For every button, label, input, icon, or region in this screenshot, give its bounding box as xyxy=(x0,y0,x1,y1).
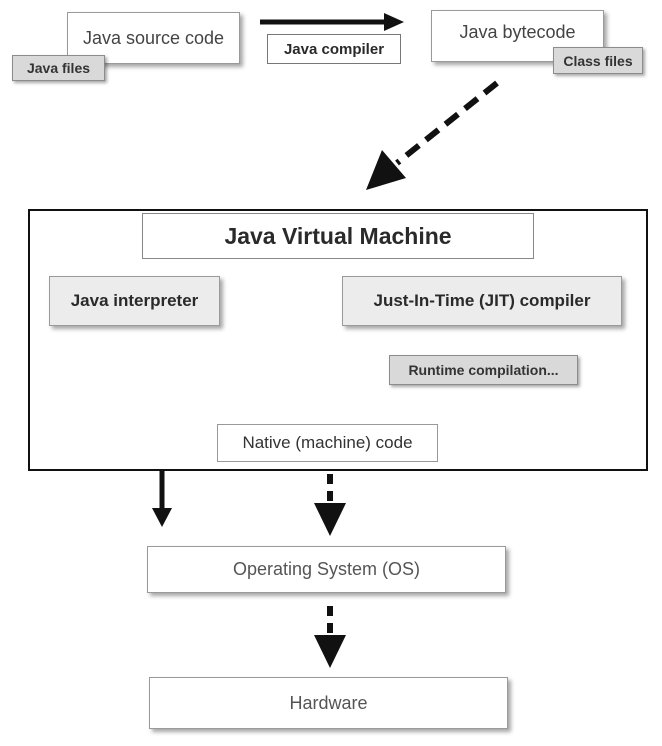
jit-compiler-label: Just-In-Time (JIT) compiler xyxy=(373,291,591,310)
java-compiler-label: Java compiler xyxy=(283,40,385,58)
jvm-title: Java Virtual Machine xyxy=(224,222,452,249)
java-compiler-label-box: Java compiler xyxy=(267,34,401,64)
bytecode-to-jvm-arrow xyxy=(366,80,499,190)
jvm-title-box: Java Virtual Machine xyxy=(142,213,534,259)
runtime-compilation-tag: Runtime compilation... xyxy=(389,355,578,385)
native-code-label: Native (machine) code xyxy=(242,433,413,452)
class-files-tag: Class files xyxy=(553,47,643,74)
operating-system-label: Operating System (OS) xyxy=(232,559,421,579)
java-interpreter-box: Java interpreter xyxy=(49,276,220,326)
java-bytecode-label: Java bytecode xyxy=(459,21,576,42)
runtime-compilation-label: Runtime compilation... xyxy=(408,362,559,378)
class-files-label: Class files xyxy=(563,52,633,69)
hardware-label: Hardware xyxy=(289,692,368,713)
compile-arrow xyxy=(260,13,404,31)
java-files-label: Java files xyxy=(26,60,91,76)
java-source-code-label: Java source code xyxy=(82,27,225,48)
java-interpreter-label: Java interpreter xyxy=(70,291,199,310)
operating-system-box: Operating System (OS) xyxy=(147,546,506,593)
hardware-box: Hardware xyxy=(149,677,508,729)
native-to-os-arrow xyxy=(314,474,346,536)
jit-compiler-box: Just-In-Time (JIT) compiler xyxy=(342,276,622,326)
java-bytecode-box: Java bytecode xyxy=(431,10,604,62)
java-files-tag: Java files xyxy=(12,55,105,81)
os-to-hardware-arrow xyxy=(314,606,346,668)
native-code-box: Native (machine) code xyxy=(217,424,438,462)
